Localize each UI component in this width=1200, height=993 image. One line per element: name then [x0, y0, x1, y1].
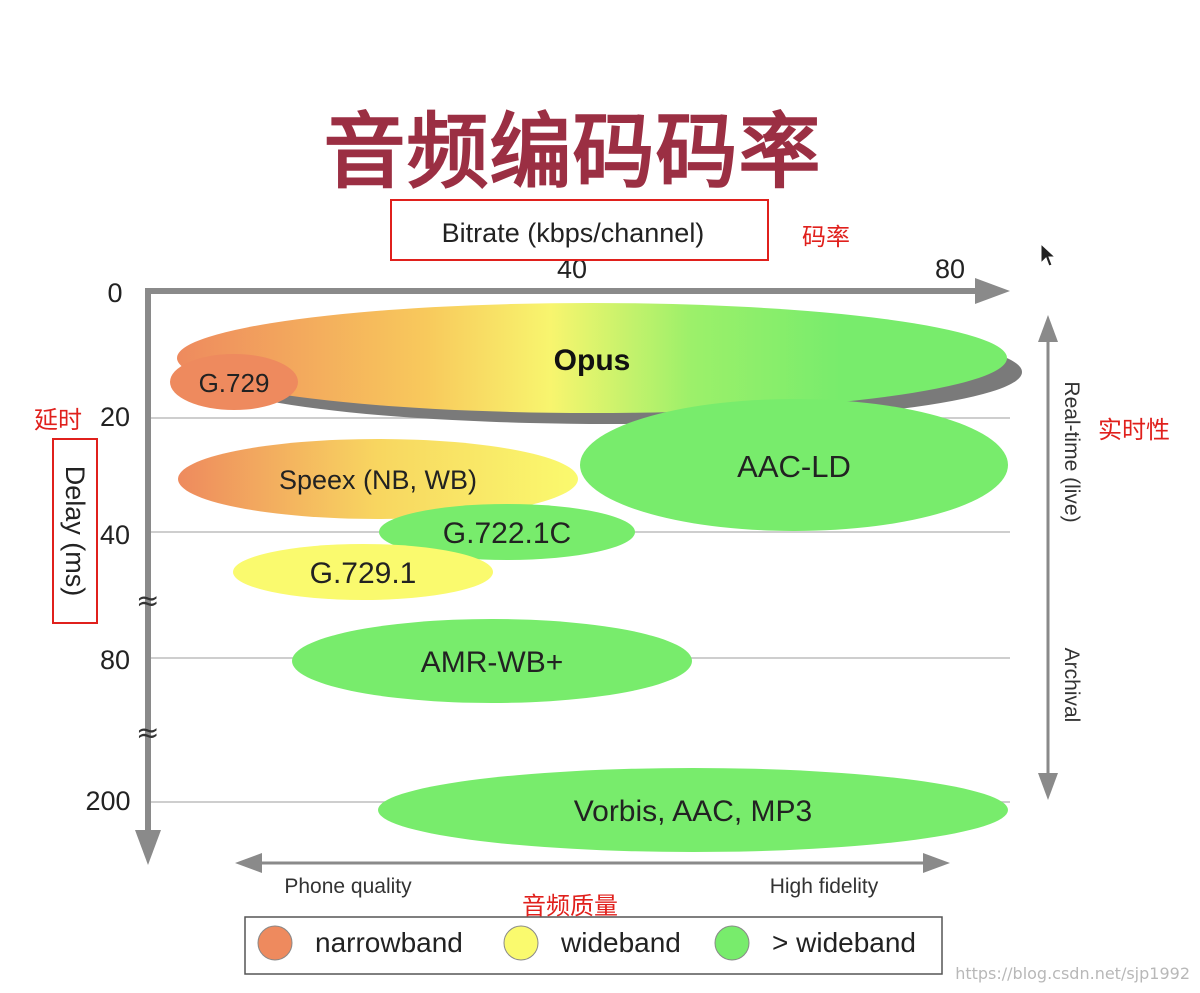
realtime-label: Real-time (live) [1060, 381, 1083, 522]
x-axis-label: Bitrate (kbps/channel) [442, 218, 705, 248]
legend: narrowband wideband > wideband [244, 916, 943, 975]
x-axis [148, 278, 1010, 304]
archival-label: Archival [1060, 648, 1083, 723]
vorbis-ellipse [378, 768, 1008, 852]
opus-ellipse [177, 303, 1007, 413]
realtime-archival-arrow [1038, 315, 1058, 800]
codec-label-aacld: AAC-LD [737, 449, 851, 484]
legend-label-narrowband: narrowband [315, 927, 463, 958]
annotation-realtime: 实时性 [1098, 416, 1170, 444]
y-tick-200: 200 [85, 786, 130, 816]
codec-label-g729: G.729 [199, 368, 270, 398]
g729-ellipse [170, 354, 298, 410]
speex-ellipse [178, 439, 578, 519]
aacld-ellipse [580, 399, 1008, 531]
codec-label-speex: Speex (NB, WB) [279, 465, 477, 495]
high-fidelity-label: High fidelity [770, 875, 879, 898]
y-tick-0: 0 [107, 278, 122, 308]
codec-label-g7221c: G.722.1C [443, 517, 571, 550]
quality-arrow [235, 853, 950, 873]
g7221c-ellipse [379, 504, 635, 560]
legend-box [244, 916, 943, 975]
page-title: 音频编码码率 [323, 105, 822, 200]
g7291-ellipse [233, 544, 493, 600]
delay-highlight-box [52, 438, 98, 624]
watermark: https://blog.csdn.net/sjp1992 [955, 964, 1190, 983]
y-axis [135, 288, 161, 865]
y-tick-40: 40 [100, 520, 130, 550]
legend-label-gt-wideband: > wideband [772, 927, 916, 958]
legend-swatch-wideband [503, 925, 539, 961]
phone-quality-label: Phone quality [284, 875, 412, 898]
mouse-cursor-icon [1040, 243, 1056, 267]
annotation-delay: 延时 [34, 406, 82, 434]
x-tick-80: 80 [935, 254, 965, 284]
y-tick-80: 80 [100, 645, 130, 675]
annotation-quality: 音频质量 [522, 892, 618, 920]
axis-break-2: ≈ [136, 716, 159, 749]
y-axis-label: Delay (ms) [60, 466, 90, 597]
amrwb-ellipse [292, 619, 692, 703]
codec-label-opus: Opus [554, 344, 631, 377]
legend-label-wideband: wideband [560, 927, 681, 958]
legend-swatch-gt-wideband [714, 925, 750, 961]
codec-label-amrwb: AMR-WB+ [421, 646, 564, 679]
bitrate-highlight-box [390, 199, 769, 261]
annotation-bitrate: 码率 [802, 223, 850, 251]
legend-swatch-narrowband [257, 925, 293, 961]
codec-label-vorbis: Vorbis, AAC, MP3 [574, 795, 812, 828]
axis-break-1: ≈ [136, 584, 159, 617]
codec-label-g7291: G.729.1 [310, 557, 417, 590]
y-tick-20: 20 [100, 402, 130, 432]
